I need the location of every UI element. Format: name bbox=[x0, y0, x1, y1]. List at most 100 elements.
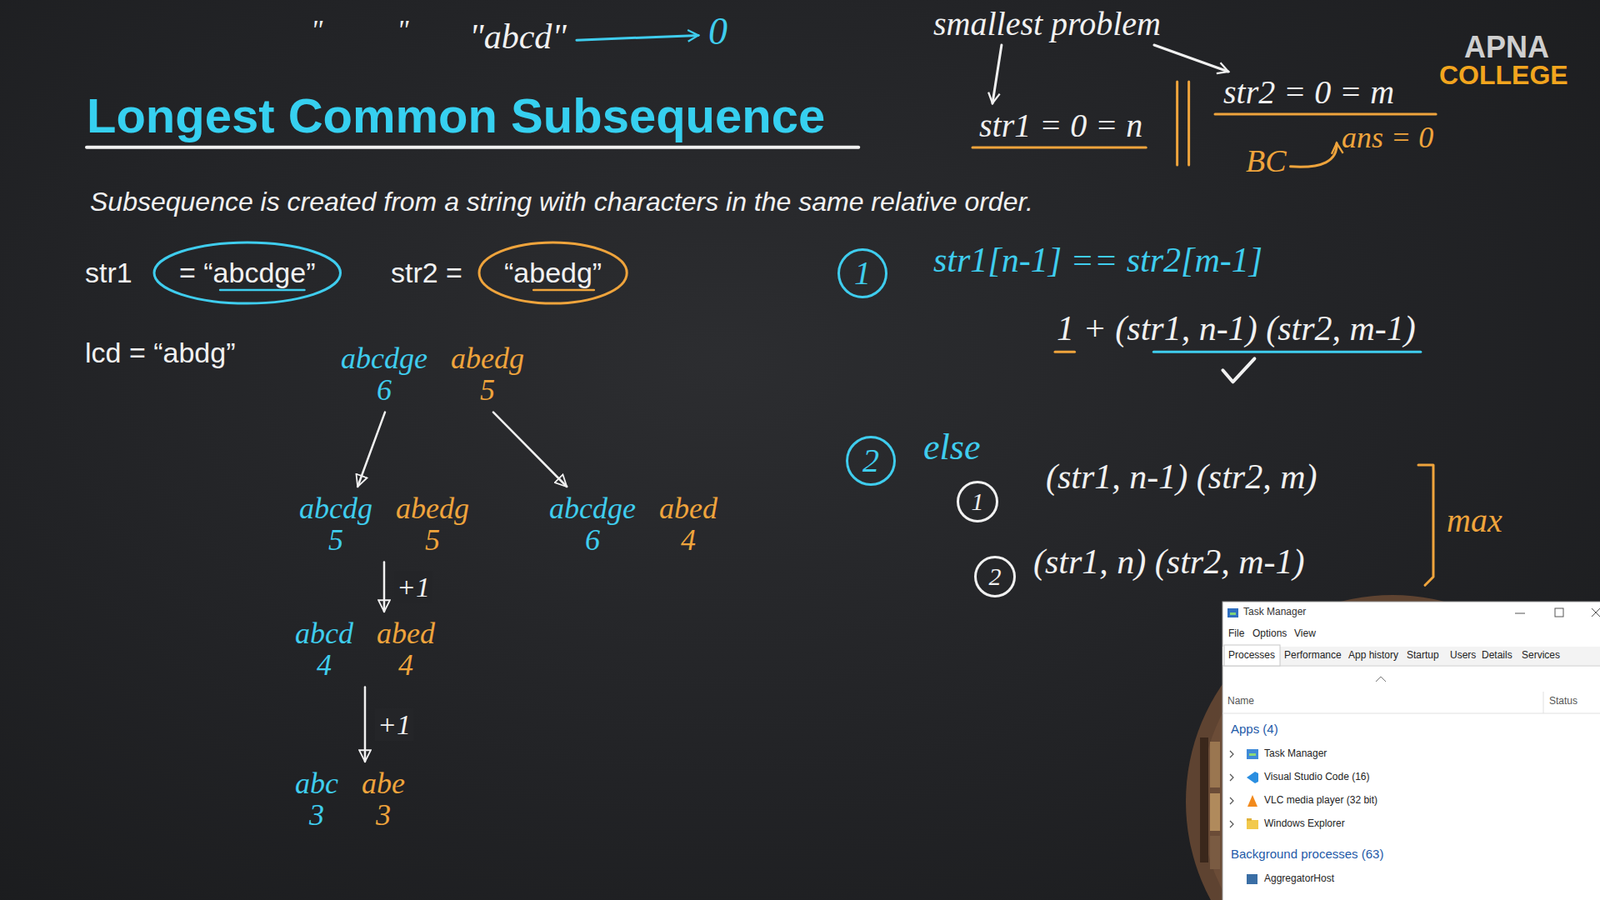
book bbox=[1210, 793, 1220, 831]
tab-label: Users bbox=[1450, 650, 1476, 662]
edge-label: +1 bbox=[394, 570, 433, 604]
chalk-formula: (str1, n) (str2, m-1) bbox=[1033, 541, 1305, 582]
check-mark bbox=[1222, 358, 1255, 382]
expand-chevron bbox=[1230, 774, 1234, 781]
chalk-arrow bbox=[576, 35, 699, 40]
substring: abcd bbox=[295, 618, 354, 650]
close-button bbox=[1591, 608, 1600, 617]
expand-chevron bbox=[1230, 797, 1234, 805]
recursion-arrow bbox=[364, 687, 367, 762]
app-icon bbox=[1247, 795, 1258, 807]
string-name: str1 bbox=[85, 256, 133, 290]
substring: abc bbox=[295, 768, 339, 800]
app-icon bbox=[1246, 749, 1259, 760]
recursion-arrow bbox=[493, 412, 567, 487]
length-number: 4 bbox=[680, 525, 696, 557]
substring: abcdg bbox=[299, 493, 373, 525]
substring: abedg bbox=[395, 493, 470, 525]
logo-text: APNA bbox=[1464, 30, 1550, 65]
substring: abed bbox=[659, 493, 718, 525]
substring: abedg bbox=[450, 343, 525, 375]
chalk-underline bbox=[972, 146, 1146, 150]
process-name: AggregatorHost bbox=[1264, 873, 1335, 885]
length-number: 6 bbox=[376, 375, 392, 407]
group-heading: Apps (4) bbox=[1230, 721, 1279, 736]
length-number: 4 bbox=[398, 650, 414, 682]
string-name: str2 = bbox=[390, 256, 463, 290]
process-name: VLC media player (32 bit) bbox=[1264, 795, 1378, 807]
string-column: abedg5 bbox=[450, 343, 525, 407]
recursion-arrow bbox=[383, 562, 386, 612]
string-column: abe3 bbox=[361, 768, 405, 832]
chalk-circle bbox=[479, 242, 627, 304]
edge-label: +1 bbox=[375, 708, 414, 741]
step-number-circle: 1 bbox=[956, 480, 999, 523]
process-name: Windows Explorer bbox=[1264, 818, 1345, 830]
string-column: abcd4 bbox=[295, 618, 354, 682]
chalk-formula: (str1, n-1) (str2, m) bbox=[1045, 456, 1317, 497]
process-icon bbox=[1246, 874, 1258, 885]
app-icon bbox=[1249, 753, 1256, 756]
string-column: abcdge6 bbox=[340, 343, 428, 407]
slide-title: Longest Common Subsequence bbox=[86, 88, 825, 145]
recursion-arrow bbox=[357, 412, 385, 487]
result-string: lcd = “abdg” bbox=[85, 336, 236, 370]
chalk-underline bbox=[1215, 113, 1436, 116]
recursion-state: abcdg5abedg5 bbox=[295, 491, 473, 559]
recursion-state: abc3abe3 bbox=[291, 766, 409, 834]
window-icon bbox=[1230, 612, 1236, 615]
task-manager-window bbox=[1222, 601, 1600, 900]
substring: abcdge bbox=[549, 493, 636, 525]
chalk-note: ans = 0 bbox=[1341, 120, 1434, 155]
process-name: Visual Studio Code (16) bbox=[1264, 771, 1370, 784]
string-column: abc3 bbox=[295, 768, 339, 832]
length-number: 4 bbox=[316, 650, 332, 682]
chalk-circle bbox=[154, 242, 341, 304]
app-icon bbox=[1246, 818, 1252, 821]
string-value: = “abcdge” bbox=[179, 256, 316, 290]
maximize-button bbox=[1555, 608, 1564, 617]
chalk-underline bbox=[220, 289, 305, 292]
chalk-separator bbox=[1187, 81, 1190, 165]
quote-marks: " " bbox=[310, 13, 410, 46]
bookshelf bbox=[1200, 737, 1209, 863]
length-number: 3 bbox=[309, 800, 325, 832]
step-number-circle: 1 bbox=[837, 248, 888, 299]
step-number: 1 bbox=[971, 489, 985, 515]
column-header: Status bbox=[1549, 695, 1578, 708]
chalk-note: BC bbox=[1245, 143, 1287, 180]
chalk-arrow bbox=[1290, 143, 1338, 168]
chalk-formula: 1 + (str1, n-1) (str2, m-1) bbox=[1056, 308, 1416, 349]
menu-item: View bbox=[1294, 628, 1316, 640]
string-column: abedg5 bbox=[395, 493, 470, 557]
recursion-state: abcdge6 abedg5 bbox=[337, 341, 528, 409]
app-icon bbox=[1246, 771, 1259, 784]
chalk-result: 0 bbox=[708, 10, 728, 55]
tab-label: App history bbox=[1348, 650, 1399, 662]
menu-item: File bbox=[1228, 628, 1245, 640]
substring: abed bbox=[376, 618, 435, 650]
step-number: 2 bbox=[989, 564, 1002, 590]
string-column: abcdge6 bbox=[549, 493, 636, 557]
length-number: 5 bbox=[425, 525, 440, 557]
window-title: Task Manager bbox=[1243, 606, 1306, 619]
group-heading: Background processes (63) bbox=[1230, 846, 1384, 861]
logo-text: COLLEGE bbox=[1439, 60, 1569, 91]
step-number: 1 bbox=[854, 256, 871, 290]
length-number: 5 bbox=[328, 525, 344, 557]
window-icon bbox=[1227, 608, 1239, 618]
slide-caption: Subsequence is created from a string wit… bbox=[90, 186, 1034, 218]
string-column: abed4 bbox=[376, 618, 435, 682]
chalk-formula: str1[n-1] == str2[m-1] bbox=[933, 240, 1263, 280]
step-number: 2 bbox=[862, 444, 880, 478]
expand-chevron bbox=[1230, 820, 1234, 828]
selected-tab bbox=[1224, 645, 1280, 666]
length-number: 3 bbox=[375, 800, 391, 832]
chalk-arrow bbox=[1154, 45, 1229, 72]
expand-chevron bbox=[1230, 750, 1234, 758]
app-icon bbox=[1246, 820, 1259, 830]
step-number-circle: 2 bbox=[845, 435, 896, 486]
step-number-circle: 2 bbox=[974, 555, 1016, 598]
tab-label: Processes bbox=[1228, 650, 1275, 662]
chalk-note: str1 = 0 = n bbox=[979, 106, 1143, 145]
